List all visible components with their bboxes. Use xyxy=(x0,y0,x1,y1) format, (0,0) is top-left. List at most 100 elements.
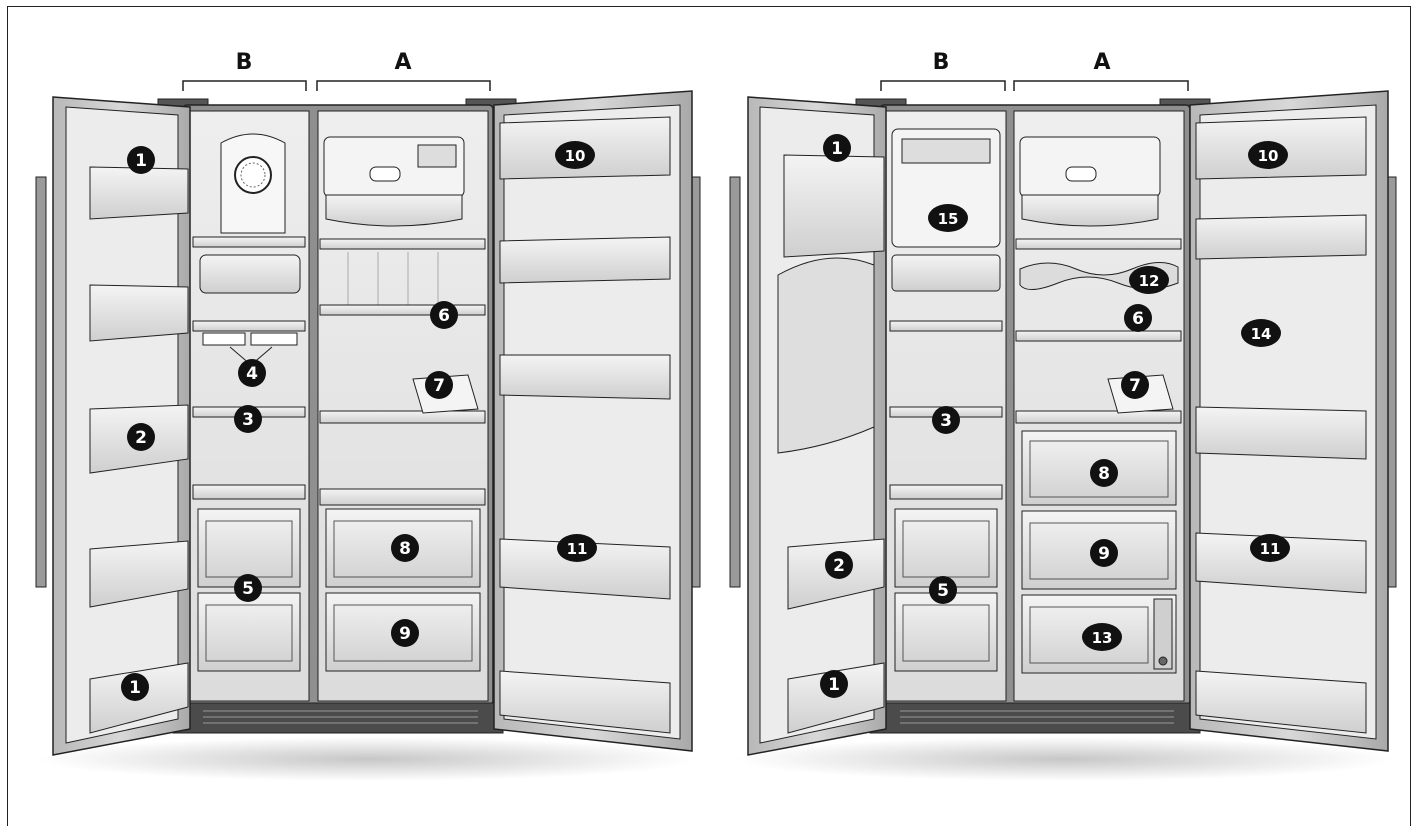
callout-badge xyxy=(430,301,458,329)
cool-select-zone-panel xyxy=(1153,598,1173,670)
freezer-drawer-upper xyxy=(197,508,301,588)
callout-label: 10 xyxy=(565,147,586,165)
callout-label: 11 xyxy=(1260,540,1281,558)
fridge-door-liner xyxy=(503,104,681,740)
callout-13: 13 xyxy=(1082,623,1122,651)
callout-badge xyxy=(555,141,595,169)
callout-1b: 1 xyxy=(121,673,149,701)
callout-9: 9 xyxy=(391,619,419,647)
callout-badge xyxy=(127,423,155,451)
ice-tray-left xyxy=(202,332,246,346)
callout-2: 2 xyxy=(825,551,853,579)
callout-label: 14 xyxy=(1251,325,1272,343)
door-bin-fridge-3 xyxy=(499,538,671,600)
callout-label: 6 xyxy=(1132,309,1144,329)
control-button xyxy=(1065,166,1097,182)
callout-label: 15 xyxy=(938,210,959,228)
callout-6: 6 xyxy=(1124,304,1152,332)
bracket-a xyxy=(316,80,491,91)
section-label-b: B xyxy=(933,50,950,75)
diagram-frame: B A xyxy=(7,6,1411,826)
callout-1b: 1 xyxy=(820,670,848,698)
callout-badge xyxy=(1129,266,1169,294)
callout-badge xyxy=(1250,534,1290,562)
callout-badge xyxy=(234,405,262,433)
light-cover xyxy=(325,194,463,227)
callout-badge xyxy=(121,673,149,701)
callout-2: 2 xyxy=(127,423,155,451)
freezer-drawer-lower xyxy=(894,592,998,672)
callout-badge xyxy=(1124,304,1152,332)
callout-7: 7 xyxy=(425,371,453,399)
door-bin-freezer-3 xyxy=(787,662,885,734)
callout-badge xyxy=(820,670,848,698)
callout-badge xyxy=(825,551,853,579)
freezer-shelf-4 xyxy=(192,484,306,500)
callout-8: 8 xyxy=(1090,459,1118,487)
door-bin-freezer-4 xyxy=(89,540,189,608)
callout-badge xyxy=(929,576,957,604)
callout-label: 7 xyxy=(1129,376,1141,396)
base-plate xyxy=(172,702,504,734)
section-label-a: A xyxy=(1093,50,1110,75)
callout-11: 11 xyxy=(557,534,597,562)
dispenser-housing xyxy=(777,257,875,454)
crisper-cover xyxy=(319,488,486,506)
callout-badge xyxy=(127,146,155,174)
callout-label: 3 xyxy=(242,410,254,430)
refrigerator-diagram: B A xyxy=(35,50,1397,781)
callout-label: 2 xyxy=(833,556,845,576)
callout-10: 10 xyxy=(555,141,595,169)
callout-label: 11 xyxy=(567,540,588,558)
door-bin-fridge-2 xyxy=(1195,406,1367,460)
handle-left xyxy=(729,176,741,588)
callout-badge xyxy=(557,534,597,562)
floor-shadow xyxy=(38,737,698,781)
callout-label: 6 xyxy=(438,306,450,326)
callout-badge xyxy=(425,371,453,399)
floor-shadow xyxy=(734,737,1394,781)
section-label-b: B xyxy=(236,50,253,75)
ice-bucket xyxy=(199,254,301,294)
callout-7: 7 xyxy=(1121,371,1149,399)
fridge-shelf-3 xyxy=(1015,410,1182,424)
fridge-left: B A xyxy=(35,50,701,781)
door-bin-fridge-1 xyxy=(1195,214,1367,260)
door-bin-freezer-1 xyxy=(89,166,189,220)
fridge-shelf-3 xyxy=(319,410,486,424)
callout-badge xyxy=(823,134,851,162)
bracket-b xyxy=(880,80,1006,91)
base-vents xyxy=(203,710,478,724)
control-button xyxy=(369,166,401,182)
callout-6: 6 xyxy=(430,301,458,329)
freezer-shelf-2 xyxy=(889,320,1003,332)
fridge-shelf-1 xyxy=(319,238,486,250)
door-bin-fridge-1 xyxy=(499,236,671,284)
callout-badge xyxy=(1082,623,1122,651)
ice-bucket xyxy=(891,254,1001,292)
callout-label: 10 xyxy=(1258,147,1279,165)
fridge-shelf-2 xyxy=(1015,330,1182,342)
handle-left xyxy=(35,176,47,588)
callout-11: 11 xyxy=(1250,534,1290,562)
callout-label: 4 xyxy=(246,364,258,384)
callout-5: 5 xyxy=(929,576,957,604)
callout-label: 2 xyxy=(135,428,147,448)
callout-3: 3 xyxy=(932,406,960,434)
door-bin-fridge-4 xyxy=(499,670,671,734)
callout-10: 10 xyxy=(1248,141,1288,169)
fridge-shelf-1 xyxy=(1015,238,1182,250)
door-bin-freezer-2 xyxy=(89,284,189,342)
callout-badge xyxy=(1241,319,1281,347)
callout-label: 9 xyxy=(399,624,411,644)
callout-badge xyxy=(234,574,262,602)
ice-maker-dial xyxy=(234,156,272,194)
door-bin-fridge-4 xyxy=(1195,670,1367,734)
callout-label: 5 xyxy=(242,579,254,599)
callout-15: 15 xyxy=(928,204,968,232)
bracket-a xyxy=(1013,80,1189,91)
ice-tray-right xyxy=(250,332,298,346)
callout-3: 3 xyxy=(234,405,262,433)
callout-label: 9 xyxy=(1098,544,1110,564)
